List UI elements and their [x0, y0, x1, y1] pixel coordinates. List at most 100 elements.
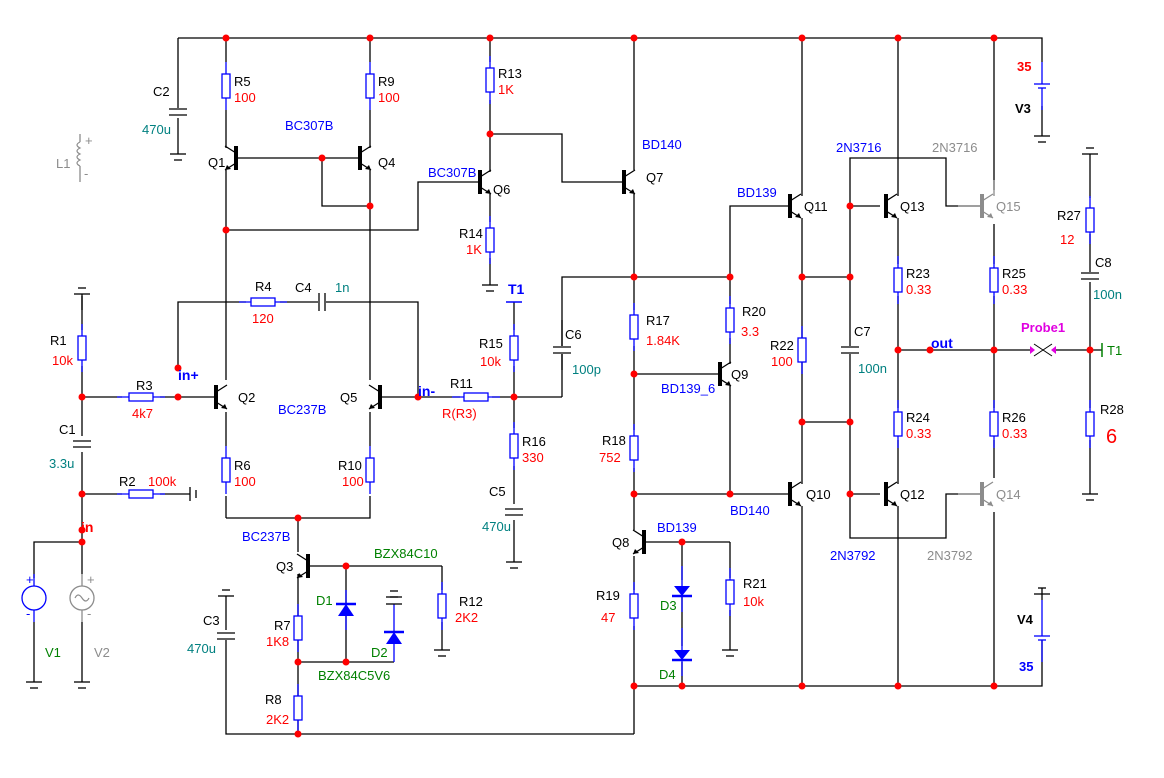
value-R7: 1K8	[266, 634, 289, 649]
svg-text:-: -	[26, 606, 30, 621]
resistor-R20[interactable]	[725, 296, 735, 344]
label-R17: R17	[646, 313, 670, 328]
resistor-R24[interactable]	[893, 400, 903, 448]
transistor-Q13[interactable]	[884, 193, 898, 219]
transistor-Q15[interactable]	[980, 193, 994, 219]
transistor-Q10[interactable]	[788, 481, 802, 507]
resistor-R26[interactable]	[989, 400, 999, 448]
transistor-Q6[interactable]	[478, 169, 492, 195]
inductor-L1[interactable]: + -	[76, 133, 93, 182]
label-R1: R1	[50, 333, 67, 348]
resistor-R7[interactable]	[293, 604, 303, 652]
diode-D2[interactable]	[384, 596, 404, 662]
transistor-Q11[interactable]	[788, 193, 802, 219]
label-R15: R15	[479, 336, 503, 351]
ground-icon	[74, 681, 90, 689]
resistor-R11[interactable]	[452, 392, 500, 402]
value-R23: 0.33	[906, 282, 931, 297]
resistor-R25[interactable]	[989, 256, 999, 304]
resistor-R6[interactable]	[221, 446, 231, 494]
transistor-Q4[interactable]	[358, 145, 372, 171]
resistor-R12[interactable]	[437, 582, 447, 630]
transistor-Q12[interactable]	[884, 481, 898, 507]
capacitor-C8[interactable]	[1080, 272, 1100, 280]
label-Q3: Q3	[276, 559, 293, 574]
resistor-R9[interactable]	[365, 62, 375, 110]
resistor-R19[interactable]	[629, 582, 639, 630]
capacitor-C3[interactable]	[216, 632, 236, 640]
battery-V3[interactable]	[1034, 62, 1050, 110]
resistor-R21[interactable]	[725, 568, 735, 616]
resistor-R8[interactable]	[293, 684, 303, 732]
resistor-R14[interactable]	[485, 216, 495, 264]
junction-node	[486, 130, 494, 138]
resistor-R18[interactable]	[629, 424, 639, 472]
resistor-icon	[509, 433, 519, 459]
diode-D1[interactable]	[336, 590, 356, 630]
diode-D4[interactable]	[672, 628, 692, 676]
transistor-Q3[interactable]	[296, 553, 310, 579]
junction-node	[1086, 346, 1094, 354]
probe-Probe1[interactable]	[1030, 343, 1056, 357]
value-R11: R(R3)	[442, 406, 477, 421]
coil-icon	[76, 141, 82, 167]
label-R22: R22	[770, 338, 794, 353]
label-R4: R4	[255, 279, 272, 294]
capacitor-C6[interactable]	[552, 346, 572, 354]
transistor-Q8[interactable]	[632, 529, 646, 555]
resistor-icon	[797, 337, 807, 363]
resistor-R2[interactable]	[117, 489, 165, 499]
junction-node	[798, 273, 806, 281]
resistor-R4[interactable]	[239, 297, 287, 307]
resistor-R3[interactable]	[117, 392, 165, 402]
resistor-R16[interactable]	[509, 422, 519, 470]
resistor-icon	[1085, 207, 1095, 233]
transistor-Q7[interactable]	[622, 169, 636, 195]
value-V4: 35	[1019, 659, 1033, 674]
diode-D3[interactable]	[672, 566, 692, 612]
junction-node	[846, 418, 854, 426]
value-C1: 3.3u	[49, 456, 74, 471]
resistor-icon	[128, 392, 154, 402]
resistor-R10[interactable]	[365, 446, 375, 494]
model-Q2-Q5: BC237B	[278, 402, 326, 417]
capacitor-C7[interactable]	[840, 346, 860, 354]
battery-V4[interactable]	[1034, 587, 1050, 662]
capacitor-C1[interactable]	[72, 440, 92, 448]
value-C4: 1n	[335, 280, 349, 295]
junction-node	[990, 682, 998, 690]
transistor-Q14[interactable]	[980, 481, 994, 507]
source-V2[interactable]: + -	[69, 572, 95, 622]
junction-node	[318, 154, 326, 162]
value-R4: 120	[252, 311, 274, 326]
junction-node	[294, 514, 302, 522]
ground-symbols	[26, 135, 1098, 689]
capacitor-C5[interactable]	[504, 508, 524, 516]
resistor-R13[interactable]	[485, 56, 495, 104]
capacitor-C4[interactable]	[318, 292, 326, 312]
junction-node	[894, 346, 902, 354]
resistor-R28[interactable]	[1085, 400, 1095, 448]
resistor-R22[interactable]	[797, 326, 807, 374]
transistor-Q9[interactable]	[718, 361, 732, 387]
resistor-icon	[221, 457, 231, 483]
transistor-Q1[interactable]	[224, 145, 238, 171]
transistor-Q5[interactable]	[368, 384, 382, 410]
model-Q6: BC307B	[428, 165, 476, 180]
resistor-R27[interactable]	[1085, 196, 1095, 244]
label-R6: R6	[234, 458, 251, 473]
resistor-R5[interactable]	[221, 62, 231, 110]
source-V1[interactable]: + -	[21, 572, 47, 622]
resistor-R1[interactable]	[77, 324, 87, 372]
ground-icon	[170, 153, 186, 161]
resistor-R23[interactable]	[893, 256, 903, 304]
capacitor-C2[interactable]	[168, 108, 188, 116]
resistors	[77, 56, 1095, 732]
junction-node	[78, 538, 86, 546]
value-C5: 470u	[482, 519, 511, 534]
resistor-R17[interactable]	[629, 303, 639, 351]
label-V2: V2	[94, 645, 110, 660]
resistor-R15[interactable]	[509, 324, 519, 372]
transistor-Q2[interactable]	[214, 384, 228, 410]
